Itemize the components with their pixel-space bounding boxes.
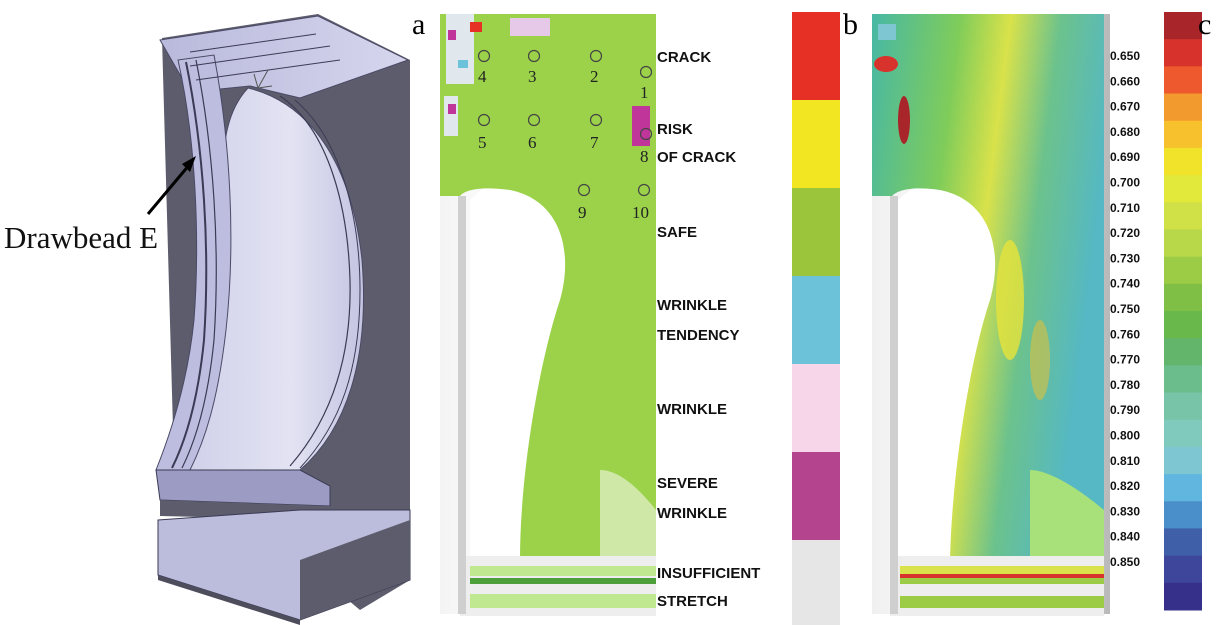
drawbead-callout: Drawbead E <box>4 156 196 255</box>
thickness-scale-swatch <box>1164 39 1202 67</box>
measurement-point-label: 8 <box>640 147 649 166</box>
thickness-scale-value: 0.650 <box>1110 49 1140 63</box>
thickness-scale-value: 0.710 <box>1110 201 1140 215</box>
thickness-scale-value: 0.660 <box>1110 74 1140 88</box>
measurement-point-label: 1 <box>640 83 649 102</box>
thickness-scale-value: 0.730 <box>1110 251 1140 265</box>
thickness-scale-value: 0.670 <box>1110 100 1140 114</box>
thickness-scale-swatch <box>1164 202 1202 230</box>
flc-legend-swatch <box>792 12 840 100</box>
flc-legend-label: CRACK <box>657 49 711 66</box>
flc-legend-label: WRINKLE <box>657 297 727 314</box>
flc-legend-label: SEVERE <box>657 475 718 492</box>
measurement-point-label: 2 <box>590 67 599 86</box>
measurement-point-marker <box>639 65 653 79</box>
thickness-scale-value: 0.700 <box>1110 176 1140 190</box>
measurement-point-label: 3 <box>528 67 537 86</box>
flc-legend-label: SAFE <box>657 224 697 241</box>
thickness-scale-swatch <box>1164 120 1202 149</box>
flc-legend-swatch <box>792 540 840 625</box>
measurement-point-marker <box>589 113 603 127</box>
thickness-scale-swatch <box>1164 12 1202 40</box>
flc-legend-label: INSUFFICIENT <box>657 565 760 582</box>
flc-legend-label: OF CRACK <box>657 149 736 166</box>
axis-triad-icon <box>253 69 273 89</box>
measurement-point-marker <box>637 183 651 197</box>
die-model-illustration <box>155 14 411 625</box>
thickness-scale-swatch <box>1164 66 1202 95</box>
drawbead-groove <box>171 61 208 469</box>
flc-legend-swatch <box>792 452 840 540</box>
panel-letter-a: a <box>412 8 425 41</box>
thickness-scale-swatch <box>1164 311 1202 339</box>
thickness-scale-value: 0.760 <box>1110 327 1140 341</box>
measurement-point-label: 9 <box>578 203 587 222</box>
thickness-scale-swatch <box>1164 229 1202 258</box>
thickness-scale-swatch <box>1164 474 1202 502</box>
thickness-scale-value: 0.830 <box>1110 504 1140 518</box>
thickness-scale-swatch <box>1164 528 1202 557</box>
thickness-scale-value: 0.720 <box>1110 226 1140 240</box>
thickness-scale-value: 0.800 <box>1110 429 1140 443</box>
measurement-point-label: 4 <box>478 67 487 86</box>
measurement-point-marker <box>527 113 541 127</box>
thickness-scale-swatch <box>1164 365 1202 394</box>
measurement-point-marker <box>639 127 653 141</box>
die-lower-step <box>155 469 331 507</box>
thickness-scale-swatch <box>1164 392 1202 421</box>
callout-arrow-icon <box>182 156 196 172</box>
measurement-point-marker <box>577 183 591 197</box>
thickness-field <box>872 14 1104 560</box>
thickness-scale: 0.650 0.660 0.670 0.680 0.690 0.700 0.710 0.720… <box>1110 12 1202 611</box>
thickness-scale-value: 0.690 <box>1110 150 1140 164</box>
thickness-scale-swatch <box>1164 147 1202 176</box>
thickness-scale-swatch <box>1164 338 1202 366</box>
measurement-point-label: 7 <box>590 133 599 152</box>
flc-legend-swatch <box>792 364 840 452</box>
thickness-scale-value: 0.770 <box>1110 353 1140 367</box>
measurement-point-marker <box>527 49 541 63</box>
panel-letter-b: b <box>843 8 858 41</box>
measurement-points: 1 2 3 4 5 6 7 8 9 10 <box>477 49 653 222</box>
thickness-scale-swatch <box>1164 555 1202 584</box>
thickness-scale-value: 0.750 <box>1110 302 1140 316</box>
thickness-scale-swatch <box>1164 175 1202 203</box>
measurement-point-label: 10 <box>632 203 649 222</box>
flc-legend-label: WRINKLE <box>657 401 727 418</box>
thickness-scale-value: 0.740 <box>1110 277 1140 291</box>
flc-legend-swatch <box>792 276 840 364</box>
thickness-scale-swatch <box>1164 93 1202 122</box>
flc-legend-swatch <box>792 188 840 276</box>
thickness-scale-swatch <box>1164 283 1202 312</box>
panel-c-thickness-plot <box>872 14 1110 616</box>
thickness-scale-value: 0.790 <box>1110 403 1140 417</box>
flc-legend-swatch <box>792 100 840 188</box>
thickness-scale-swatch <box>1164 419 1202 448</box>
flc-legend-label: STRETCH <box>657 593 728 610</box>
measurement-point-label: 6 <box>528 133 537 152</box>
thickness-scale-value: 0.840 <box>1110 530 1140 544</box>
thickness-scale-value: 0.680 <box>1110 125 1140 139</box>
thickness-scale-value: 0.820 <box>1110 479 1140 493</box>
panel-a-flc-plot: 1 2 3 4 5 6 7 8 9 10 <box>440 14 656 616</box>
measurement-point-label: 5 <box>478 133 487 152</box>
flc-legend-label: WRINKLE <box>657 505 727 522</box>
thickness-scale-swatch <box>1164 582 1202 611</box>
thickness-scale-swatch <box>1164 446 1202 475</box>
flc-legend: CRACK RISK OF CRACK SAFE WRINKLE TENDENCY WRIN… <box>657 12 840 625</box>
measurement-point-marker <box>477 49 491 63</box>
thickness-scale-swatch <box>1164 256 1202 285</box>
thickness-scale-value: 0.810 <box>1110 454 1140 468</box>
panel-letter-c: c <box>1198 8 1211 41</box>
thickness-scale-value: 0.850 <box>1110 555 1140 569</box>
measurement-point-marker <box>589 49 603 63</box>
flc-legend-label: TENDENCY <box>657 327 740 344</box>
measurement-point-marker <box>477 113 491 127</box>
safe-region <box>440 14 656 560</box>
flc-legend-label: RISK <box>657 121 693 138</box>
callout-label: Drawbead E <box>4 220 158 255</box>
thickness-scale-value: 0.780 <box>1110 378 1140 392</box>
thickness-scale-swatch <box>1164 501 1202 529</box>
